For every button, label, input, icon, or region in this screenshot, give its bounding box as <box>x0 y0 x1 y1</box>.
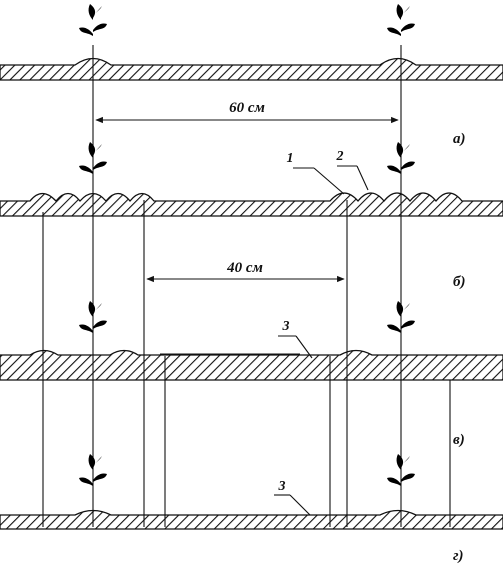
dimension-40-label: 40 см <box>226 260 263 276</box>
dimension-60: 60 см <box>95 100 399 124</box>
callout-1-label: 1 <box>287 151 294 166</box>
panel-label-b: б) <box>453 274 465 290</box>
vertical-guides <box>42 45 451 527</box>
callout-2-label: 2 <box>336 149 344 164</box>
dimension-40: 40 см <box>146 260 345 283</box>
plant-icon <box>387 4 415 50</box>
plant-icon <box>79 4 107 50</box>
callout-3-c: 3 <box>278 319 313 359</box>
soil-strip-a <box>0 57 503 81</box>
callout-3-d-label: 3 <box>278 479 286 494</box>
soil-strip-d <box>0 509 503 530</box>
panel-label-a: а) <box>453 131 466 147</box>
dimension-60-label: 60 см <box>229 100 265 116</box>
soil-strip-b <box>0 192 503 217</box>
callout-2: 2 <box>336 149 369 191</box>
callout-3-c-label: 3 <box>282 319 290 334</box>
panel-label-c: в) <box>453 432 465 448</box>
callout-1: 1 <box>287 151 345 195</box>
panel-label-d: г) <box>453 548 464 564</box>
callout-3-d: 3 <box>274 479 311 516</box>
soil-strip-c <box>0 349 503 381</box>
